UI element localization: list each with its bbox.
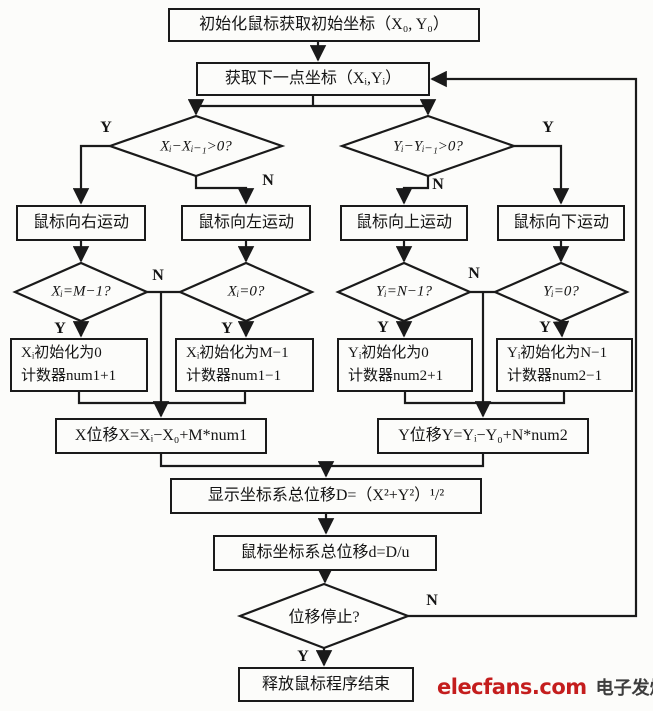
diamond-y-max — [335, 261, 473, 323]
node-move-up-label: 鼠标向上运动 — [355, 214, 452, 232]
edge-disp-merge — [159, 454, 485, 468]
node-y-reset-zero-line2: 计数器num2+1 — [348, 368, 444, 384]
node-x-reset-zero-line2: 计数器num1+1 — [21, 368, 117, 384]
node-x-displacement-label: X位移X=Xᵢ−X₀+M*num1 — [74, 427, 248, 445]
node-x-reset-max-line2: 计数器num1−1 — [186, 368, 282, 384]
decision-x-zero-label: Xᵢ=0? — [227, 283, 265, 300]
decision-y-zero-label: Yᵢ=0? — [543, 283, 579, 300]
node-move-left-label: 鼠标向左运动 — [197, 214, 294, 232]
label-stop-no: N — [426, 592, 438, 609]
node-x-reset-max: Xᵢ初始化为M−1 计数器num1−1 — [175, 338, 314, 392]
label-x-max-yes: Y — [54, 320, 66, 337]
edge-yzero-yes — [552, 320, 570, 338]
diamond-x-max — [12, 261, 150, 323]
node-move-down-label: 鼠标向下运动 — [512, 214, 609, 232]
node-move-up: 鼠标向上运动 — [340, 205, 468, 241]
node-x-displacement: X位移X=Xᵢ−X₀+M*num1 — [55, 418, 267, 454]
decision-dy-label: Yᵢ−Yᵢ₋₁>0? — [393, 138, 463, 155]
node-y-reset-zero-line1: Yᵢ初始化为0 — [348, 344, 429, 361]
node-y-reset-max: Yᵢ初始化为N−1 计数器num2−1 — [496, 338, 633, 392]
watermark: elecfans.com 电子发烧友 — [437, 674, 653, 700]
decision-stop-label: 位移停止? — [288, 609, 360, 626]
diamond-stop-check — [236, 582, 412, 650]
node-start-label: 初始化鼠标获取初始坐标（X₀, Y₀） — [199, 16, 449, 34]
label-dy-no: N — [432, 176, 444, 193]
label-y-max-yes: Y — [377, 319, 389, 336]
node-end: 释放鼠标程序结束 — [238, 667, 414, 702]
label-x-junction-no: N — [152, 267, 164, 284]
decision-x-max-label: Xᵢ=M−1? — [51, 283, 111, 300]
node-total-display: 显示坐标系总位移D=（X²+Y²）¹/² — [170, 478, 482, 514]
node-y-displacement-label: Y位移Y=Yᵢ−Y₀+N*num2 — [398, 427, 568, 445]
edge-dy-yes — [514, 144, 570, 205]
node-x-reset-zero: Xᵢ初始化为0 计数器num1+1 — [10, 338, 148, 392]
diamond-dx-check — [106, 114, 286, 178]
label-x-zero-yes: Y — [221, 320, 233, 337]
node-get-next-label: 获取下一点坐标（Xᵢ,Yᵢ） — [224, 70, 402, 88]
node-move-right-label: 鼠标向右运动 — [32, 214, 129, 232]
edge-dy-no — [395, 176, 430, 205]
label-y-junction-no: N — [468, 265, 480, 282]
watermark-site-logo: elecfans.com — [437, 675, 587, 699]
edge-dx-no — [194, 176, 255, 205]
watermark-brand-text: 电子发烧友 — [595, 678, 653, 698]
decision-y-max-label: Yᵢ=N−1? — [376, 283, 432, 300]
label-dy-yes: Y — [542, 119, 554, 136]
node-y-reset-zero: Yᵢ初始化为0 计数器num2+1 — [337, 338, 473, 392]
diamond-dy-check — [338, 114, 518, 178]
diamond-x-zero — [177, 261, 315, 323]
node-y-reset-max-line2: 计数器num2−1 — [507, 368, 603, 384]
label-dx-no: N — [262, 172, 274, 189]
node-total-mouse: 鼠标坐标系总位移d=D/u — [213, 535, 437, 571]
node-x-reset-zero-line1: Xᵢ初始化为0 — [21, 344, 102, 361]
decision-dx-label: Xᵢ−Xᵢ₋₁>0? — [160, 138, 232, 155]
node-move-right: 鼠标向右运动 — [16, 205, 146, 241]
label-stop-yes: Y — [297, 648, 309, 665]
label-dx-yes: Y — [100, 119, 112, 136]
node-total-display-label: 显示坐标系总位移D=（X²+Y²）¹/² — [207, 487, 445, 505]
node-end-label: 释放鼠标程序结束 — [261, 675, 390, 693]
node-x-reset-max-line1: Xᵢ初始化为M−1 — [186, 344, 289, 361]
node-move-down: 鼠标向下运动 — [497, 205, 625, 241]
node-get-next: 获取下一点坐标（Xᵢ,Yᵢ） — [196, 62, 430, 96]
label-y-zero-yes: Y — [539, 319, 551, 336]
edge-dx-yes — [72, 144, 110, 205]
node-y-reset-max-line1: Yᵢ初始化为N−1 — [507, 344, 608, 361]
node-move-left: 鼠标向左运动 — [181, 205, 311, 241]
diamond-y-zero — [492, 261, 630, 323]
node-start: 初始化鼠标获取初始坐标（X₀, Y₀） — [168, 8, 480, 42]
edge-y-merge — [403, 392, 566, 405]
node-y-displacement: Y位移Y=Yᵢ−Y₀+N*num2 — [377, 418, 589, 454]
edge-stop-no-loop — [408, 70, 638, 618]
node-total-mouse-label: 鼠标坐标系总位移d=D/u — [240, 544, 410, 562]
